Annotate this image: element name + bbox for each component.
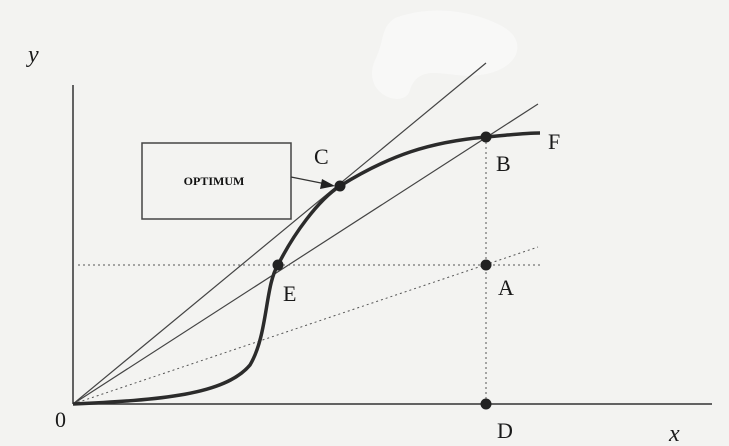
tangent-ray [72,62,487,405]
optimum-arrow-head [320,179,335,189]
optimum-arrow-shaft [290,176,327,185]
point-A-label: A [498,275,514,300]
x-axis-label: x [668,421,680,446]
point-A-dot [480,259,492,271]
production-curve [72,131,541,406]
point-E-dot [272,259,284,271]
point-C-dot [334,180,346,192]
ray-through-B [72,103,539,405]
point-B-dot [480,131,492,143]
y-axis-label: y [26,42,39,68]
point-F-label: F [548,129,560,154]
point-D-dot [480,398,492,410]
point-C-label: C [314,144,329,169]
background-smudge [371,10,518,99]
point-B-label: B [496,151,511,176]
optimum-callout-box [141,142,292,220]
optimum-callout-text: OPTIMUM [184,174,245,188]
point-D-label: D [497,418,513,443]
point-E-label: E [283,281,296,306]
origin-label: 0 [55,407,66,432]
dotted-ray-through-A [72,246,539,405]
